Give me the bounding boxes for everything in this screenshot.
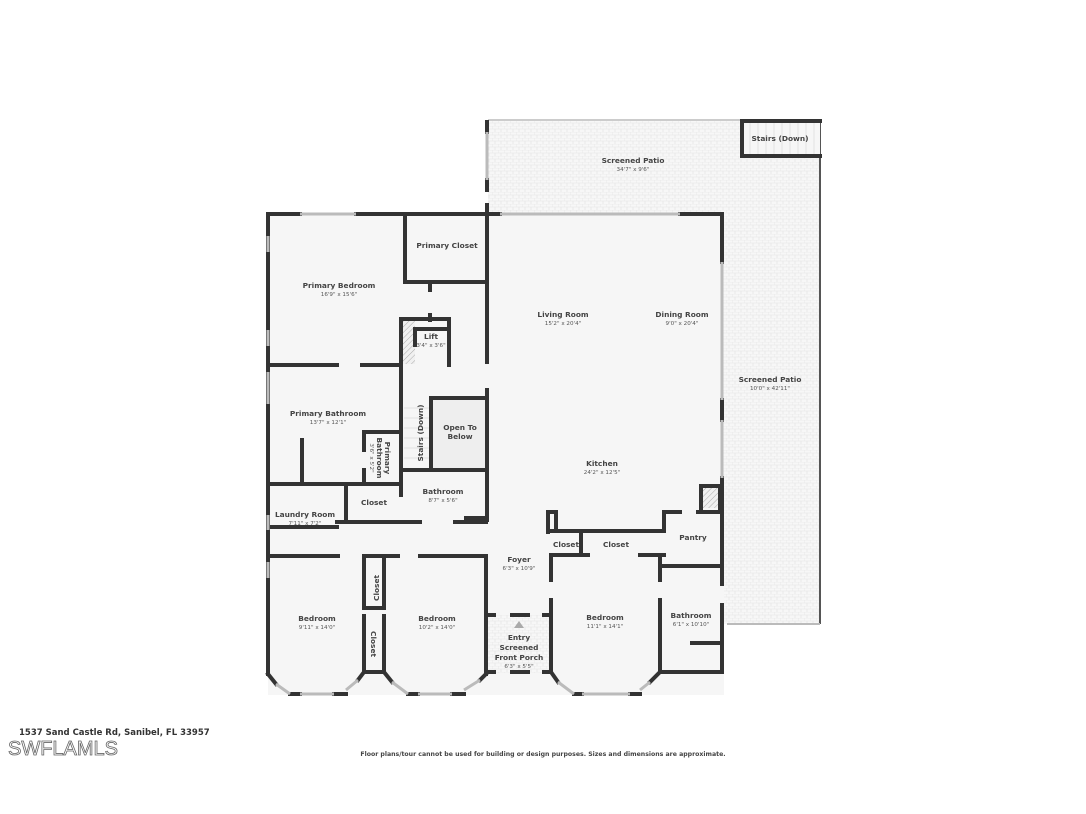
svg-text:13'7" x 12'1": 13'7" x 12'1" (310, 420, 347, 426)
svg-text:3'4" x 3'6": 3'4" x 3'6" (416, 343, 446, 349)
label-stairs-down-inner: Stairs (Down) (416, 404, 425, 461)
room-labels: Screened Patio 34'7" x 9'6" Stairs (Down… (275, 134, 809, 670)
label-closet-primary-bath: Closet (361, 498, 387, 507)
svg-text:3'6" x 5'2": 3'6" x 5'2" (368, 443, 374, 473)
label-closet-foyer-small: Closet (553, 540, 579, 549)
label-entry-porch: Entry (508, 633, 530, 642)
windows (266, 132, 724, 696)
svg-text:9'11" x 14'0": 9'11" x 14'0" (299, 625, 336, 631)
svg-text:8'7" x 5'6": 8'7" x 5'6" (428, 498, 458, 504)
label-living-room: Living Room (537, 310, 589, 319)
svg-text:Front Porch: Front Porch (495, 653, 543, 662)
stairs-down-inner (404, 407, 431, 459)
svg-text:9'0" x 20'4": 9'0" x 20'4" (666, 321, 699, 327)
property-address: 1537 Sand Castle Rd, Sanibel, FL 33957 (19, 728, 210, 738)
label-primary-bedroom: Primary Bedroom (303, 281, 376, 290)
svg-text:16'9" x 15'6": 16'9" x 15'6" (321, 292, 358, 298)
svg-text:7'11" x 7'2": 7'11" x 7'2" (289, 521, 322, 527)
svg-text:24'2" x 12'5": 24'2" x 12'5" (584, 470, 621, 476)
label-screened-patio-side: Screened Patio (739, 375, 802, 384)
svg-text:Screened: Screened (500, 643, 539, 652)
label-dining-room: Dining Room (655, 310, 708, 319)
label-open-to-below: Open To (443, 423, 477, 432)
label-bathroom-center: Bathroom (423, 487, 464, 496)
label-primary-bathroom: Primary Bathroom (290, 409, 367, 418)
label-pantry: Pantry (679, 533, 707, 542)
walls (265, 120, 724, 696)
svg-text:10'0" x 42'11": 10'0" x 42'11" (750, 386, 790, 392)
svg-text:6'3" x 10'9": 6'3" x 10'9" (503, 566, 536, 572)
svg-text:6'1" x 10'10": 6'1" x 10'10" (673, 622, 710, 628)
label-kitchen: Kitchen (586, 459, 618, 468)
disclaimer-text: Floor plans/tour cannot be used for buil… (0, 751, 1086, 758)
svg-text:10'2" x 14'0": 10'2" x 14'0" (419, 625, 456, 631)
entry-arrow-icon (514, 621, 524, 628)
svg-text:Below: Below (447, 432, 472, 441)
label-bedroom-right: Bedroom (586, 613, 624, 622)
mls-logo: SWFLAMLS (8, 738, 119, 761)
label-stairs-down-top: Stairs (Down) (751, 134, 808, 143)
svg-text:6'3" x 5'5": 6'3" x 5'5" (504, 664, 534, 670)
label-foyer: Foyer (507, 555, 531, 564)
label-screened-patio-top: Screened Patio (602, 156, 665, 165)
label-closet-vertical-bottom: Closet (369, 631, 378, 657)
stairs-down-top (740, 119, 822, 158)
label-closet-foyer-large: Closet (603, 540, 629, 549)
svg-text:34'7" x 9'6": 34'7" x 9'6" (617, 167, 650, 173)
label-bedroom-left: Bedroom (298, 614, 336, 623)
label-laundry-room: Laundry Room (275, 510, 335, 519)
label-bathroom-right: Bathroom (671, 611, 712, 620)
label-closet-vertical-top: Closet (372, 575, 381, 601)
svg-text:11'1" x 14'1": 11'1" x 14'1" (587, 624, 624, 630)
disclaimer-label: Floor plans/tour cannot be used for buil… (360, 751, 726, 758)
label-primary-bathroom-small: Primary (383, 442, 392, 475)
svg-text:Bathroom: Bathroom (375, 438, 384, 479)
label-bedroom-middle: Bedroom (418, 614, 456, 623)
svg-text:15'2" x 20'4": 15'2" x 20'4" (545, 321, 582, 327)
label-primary-closet: Primary Closet (416, 241, 478, 250)
label-lift: Lift (424, 332, 438, 341)
